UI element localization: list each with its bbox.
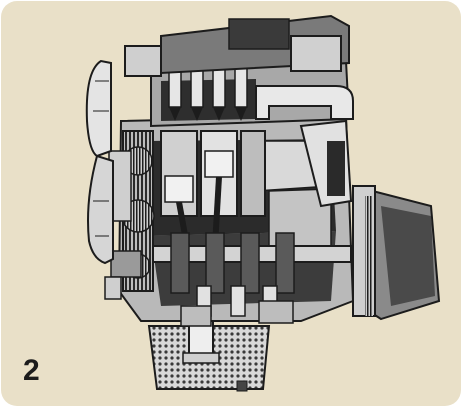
figure-number: 2: [23, 354, 40, 387]
crankshaft: [150, 232, 352, 317]
valve-cover: [124, 14, 350, 77]
oil-pump: [180, 300, 294, 327]
flywheel-housing: [352, 184, 441, 321]
cylinders: [160, 130, 266, 247]
intake-manifold: [255, 85, 354, 208]
cooling-fan: [85, 59, 132, 265]
oil-sump: [147, 300, 271, 392]
